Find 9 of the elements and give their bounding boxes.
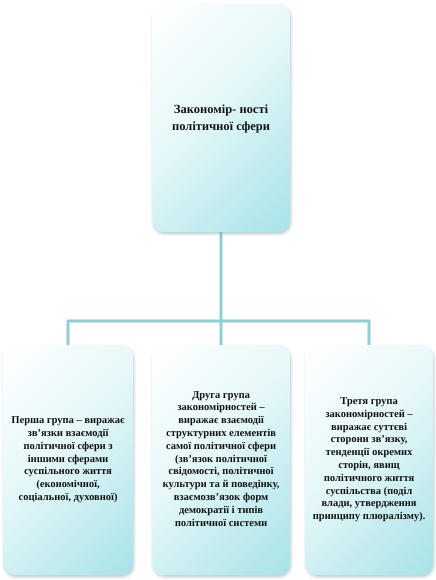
text-box bbox=[305, 345, 433, 575]
box-text: Друга група закономірностей – виражає взаємодії структурних елементів самої політичної сфери (зв’язок політичної свідомості, політичної культури та й поведінку, взаємозв’язок форм демократії і типів політичної системи bbox=[162, 390, 280, 530]
text-box bbox=[152, 345, 290, 575]
box-text: Закономір- ності політичної сфери bbox=[171, 101, 271, 135]
connector-line bbox=[220, 232, 370, 345]
text-box bbox=[152, 4, 290, 232]
box-text: Перша група – виражає зв’язки взаємодії політичної сфери з іншими сферами суспільного життя (економічної, соціальної, духовної) bbox=[10, 415, 126, 505]
text-box bbox=[3, 345, 133, 575]
box-text: Третя група закономірностей – виражає суттєві сторони зв’язку, тенденції окремих сторін, явищ політичного життя суспільства (поділ влади, утвердження принципу плюралізму). bbox=[312, 396, 426, 524]
